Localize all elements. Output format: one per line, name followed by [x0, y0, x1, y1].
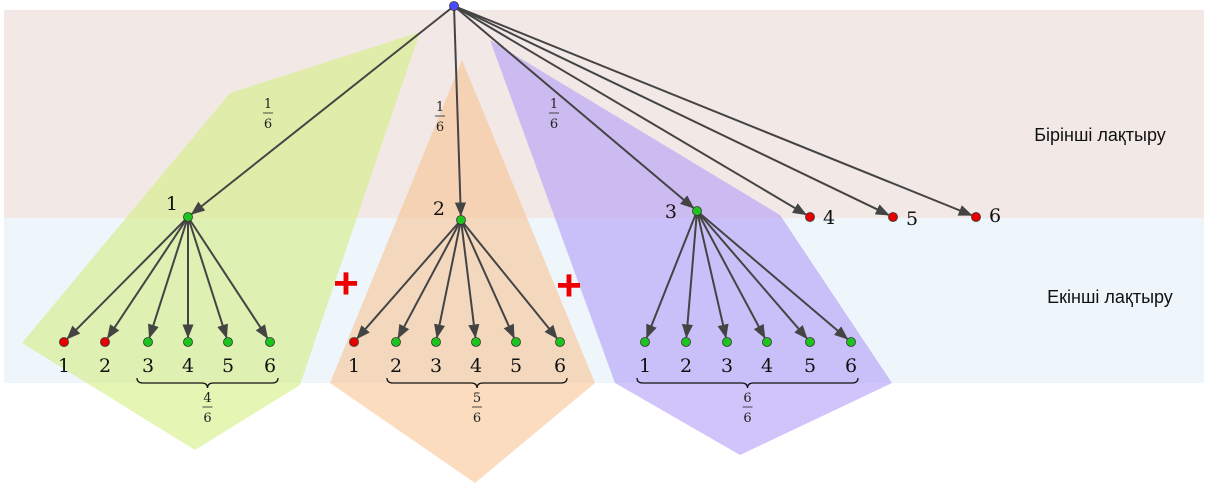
level1-node-1 — [183, 212, 193, 222]
leaf-label-1-6: 6 — [264, 355, 276, 377]
edge-1-to-1 — [66, 216, 189, 340]
edge-3-to-3 — [696, 210, 729, 339]
brace-group-2 — [386, 377, 568, 389]
edge-3-to-4 — [696, 210, 766, 339]
group-sum-2-numerator: 5 — [473, 391, 481, 406]
leaf-node-1-3 — [143, 337, 153, 347]
leaf-label-3-4: 4 — [761, 355, 773, 377]
level1-label-4: 4 — [823, 207, 835, 229]
level1-label-2: 2 — [433, 198, 445, 220]
edge-1-to-2 — [106, 216, 189, 340]
leaf-node-2-6 — [555, 337, 565, 347]
edge-3-to-5 — [696, 210, 808, 340]
group-sum-1-denominator: 6 — [203, 411, 211, 426]
plus-sign-2: + — [556, 261, 582, 310]
edge-probability-1-numerator: 1 — [264, 97, 272, 112]
edge-1-to-3 — [148, 216, 189, 339]
leaf-node-1-2 — [100, 337, 110, 347]
leaf-node-3-5 — [805, 337, 815, 347]
edge-2-to-3 — [434, 219, 462, 339]
leaf-label-3-6: 6 — [845, 355, 857, 377]
plus-sign-1: + — [333, 259, 359, 308]
level1-node-2 — [456, 215, 466, 225]
leaf-node-1-6 — [265, 337, 275, 347]
edge-2-to-2 — [397, 219, 462, 339]
edge-2-to-1 — [356, 219, 462, 340]
edge-3-to-2 — [681, 210, 698, 339]
level1-node-4 — [805, 212, 815, 222]
edge-3-to-1 — [645, 210, 698, 339]
group-sum-3-numerator: 6 — [743, 391, 751, 406]
edge-1-to-6 — [187, 216, 269, 339]
level1-label-1: 1 — [166, 193, 178, 215]
edge-root-to-3 — [453, 5, 695, 209]
edge-probability-3-numerator: 1 — [550, 97, 558, 112]
leaf-label-3-3: 3 — [721, 355, 733, 377]
level1-label-6: 6 — [989, 205, 1001, 227]
leaf-label-1-5: 5 — [222, 355, 234, 377]
leaf-node-2-2 — [391, 337, 401, 347]
leaf-label-3-1: 1 — [639, 355, 651, 377]
leaf-node-1-4 — [183, 337, 193, 347]
group-sum-1-numerator: 4 — [203, 391, 211, 406]
leaf-label-1-2: 2 — [99, 355, 111, 377]
level1-node-6 — [971, 212, 981, 222]
root-node — [449, 1, 459, 11]
leaf-label-2-3: 3 — [430, 355, 442, 377]
edge-root-to-6 — [453, 5, 973, 217]
group-sum-3-denominator: 6 — [743, 411, 751, 426]
edge-probability-2-denominator: 6 — [436, 120, 444, 135]
leaf-label-1-3: 3 — [142, 355, 154, 377]
leaf-node-3-2 — [681, 337, 691, 347]
brace-group-3 — [636, 377, 859, 389]
leaf-label-2-1: 1 — [348, 355, 360, 377]
leaf-label-3-5: 5 — [804, 355, 816, 377]
leaf-node-3-3 — [722, 337, 732, 347]
edge-probability-3-denominator: 6 — [550, 117, 558, 132]
level1-node-5 — [888, 212, 898, 222]
level1-label-5: 5 — [906, 208, 918, 230]
edge-1-to-5 — [187, 216, 228, 339]
leaf-node-2-1 — [349, 337, 359, 347]
edge-probability-1-denominator: 6 — [264, 117, 272, 132]
leaf-node-2-5 — [511, 337, 521, 347]
leaf-label-1-1: 1 — [58, 355, 70, 377]
leaf-label-2-5: 5 — [510, 355, 522, 377]
leaf-node-1-1 — [59, 337, 69, 347]
leaf-node-2-4 — [471, 337, 481, 347]
leaf-node-3-4 — [762, 337, 772, 347]
leaf-label-2-4: 4 — [470, 355, 482, 377]
edge-root-to-2 — [453, 5, 467, 217]
edge-root-to-1 — [190, 5, 455, 215]
edge-probability-2-numerator: 1 — [436, 100, 444, 115]
leaf-node-3-1 — [640, 337, 650, 347]
edge-2-to-4 — [460, 219, 480, 339]
level1-label-3: 3 — [665, 201, 677, 223]
group-sum-2-denominator: 6 — [473, 411, 481, 426]
edge-root-to-4 — [453, 5, 807, 216]
leaf-node-2-3 — [431, 337, 441, 347]
first-throw-label: Бірінші лақтыру — [1034, 125, 1166, 145]
edge-3-to-6 — [696, 210, 849, 340]
group-1-highlight — [22, 32, 420, 450]
edge-2-to-6 — [460, 219, 558, 340]
group-3-highlight — [490, 40, 892, 455]
edge-root-to-5 — [453, 5, 890, 216]
group-2-highlight — [330, 60, 595, 483]
brace-group-1 — [136, 377, 279, 389]
leaf-label-2-2: 2 — [390, 355, 402, 377]
edge-2-to-5 — [460, 219, 515, 339]
leaf-label-1-4: 4 — [182, 355, 194, 377]
level1-node-3 — [692, 206, 702, 216]
second-throw-label: Екінші лақтыру — [1047, 287, 1173, 307]
leaf-label-2-6: 6 — [554, 355, 566, 377]
leaf-label-3-2: 2 — [680, 355, 692, 377]
leaf-node-1-5 — [223, 337, 233, 347]
leaf-node-3-6 — [846, 337, 856, 347]
